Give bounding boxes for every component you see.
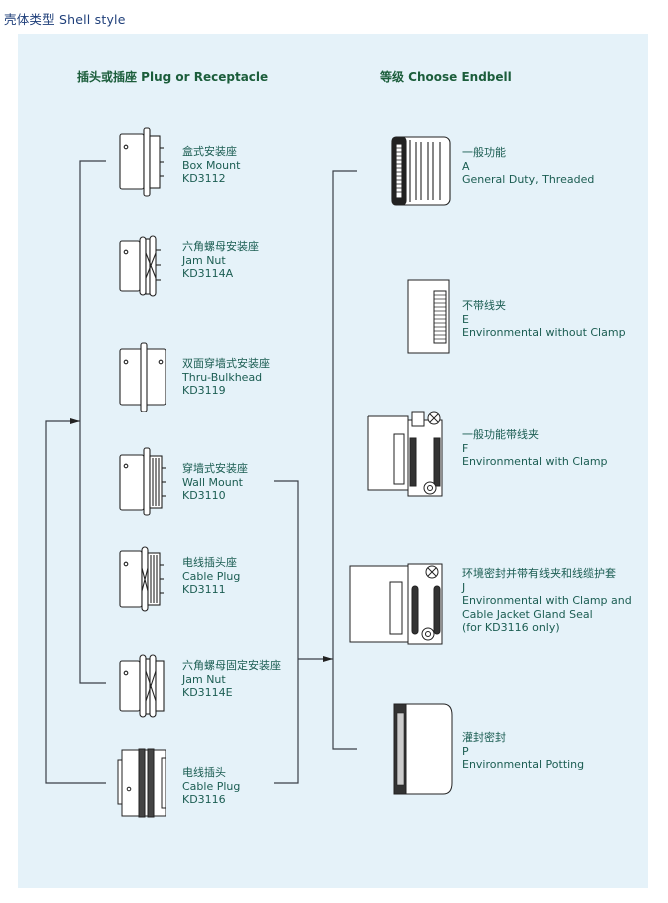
label-line: F	[462, 441, 469, 455]
label-line: 一般功能	[462, 146, 506, 159]
choose-endbell-header: 等级 Choose Endbell	[380, 70, 512, 84]
label-line: 灌封密封	[462, 731, 506, 744]
label-line: KD3111	[182, 583, 226, 596]
jam-nut-connector-icon	[119, 235, 161, 297]
label-line: 环境密封并带有线夹和线缆护套	[462, 567, 616, 580]
plug-or-receptacle-header: 插头或插座 Plug or Receptacle	[77, 70, 269, 84]
label-line: Jam Nut	[182, 253, 226, 267]
cable-plug-icon	[117, 748, 166, 818]
label-line: Environmental with Clamp	[462, 455, 608, 468]
endbell-without-clamp-icon	[407, 279, 450, 354]
label-line: KD3114A	[182, 267, 234, 280]
label-line: Thru-Bulkhead	[182, 370, 263, 384]
label-line: KD3112	[182, 172, 226, 185]
label-line: 穿墙式安装座	[182, 462, 248, 475]
label-line: KD3114E	[182, 686, 233, 699]
label-line: P	[462, 744, 469, 758]
label-line: 一般功能带线夹	[462, 428, 539, 441]
label-line: 盒式安装座	[182, 145, 237, 158]
label-line: Environmental Potting	[462, 758, 585, 771]
potting-endbell-icon	[393, 703, 453, 795]
label-line: E	[462, 312, 469, 326]
label-line: KD3110	[182, 489, 226, 502]
label-line: Environmental without Clamp	[462, 326, 626, 339]
page-title: 壳体类型 Shell style	[4, 12, 126, 27]
wall-mount-connector-icon	[119, 447, 166, 516]
label-line: J	[462, 580, 466, 594]
endbell-with-clamp-icon	[367, 411, 443, 497]
label-line: A	[462, 159, 470, 173]
label-line: Cable Jacket Gland Seal	[462, 607, 593, 621]
label-line: 电线插头	[182, 766, 226, 779]
label-line: 电线插头座	[182, 556, 237, 569]
label-line: (for KD3116 only)	[462, 621, 560, 634]
endbell-clamp-gland-seal-icon	[349, 563, 443, 645]
label-line: Cable Plug	[182, 779, 241, 793]
label-line: KD3119	[182, 384, 226, 397]
cable-plug-receptacle-icon	[119, 546, 164, 612]
label-line: KD3116	[182, 793, 226, 806]
label-line: 六角螺母安装座	[182, 240, 259, 253]
label-line: Box Mount	[182, 158, 241, 172]
label-line: 不带线夹	[462, 299, 506, 312]
label-line: Environmental with Clamp and	[462, 594, 632, 607]
threaded-endbell-icon	[391, 136, 451, 206]
box-mount-connector-icon	[119, 127, 164, 197]
label-line: General Duty, Threaded	[462, 173, 595, 186]
label-line: 六角螺母固定安装座	[182, 659, 281, 672]
thru-bulkhead-connector-icon	[119, 342, 166, 412]
jam-nut-fixed-connector-icon	[119, 654, 165, 718]
label-line: 双面穿墙式安装座	[182, 357, 270, 370]
label-line: Jam Nut	[182, 672, 226, 686]
label-line: Cable Plug	[182, 569, 241, 583]
label-line: Wall Mount	[182, 475, 243, 489]
